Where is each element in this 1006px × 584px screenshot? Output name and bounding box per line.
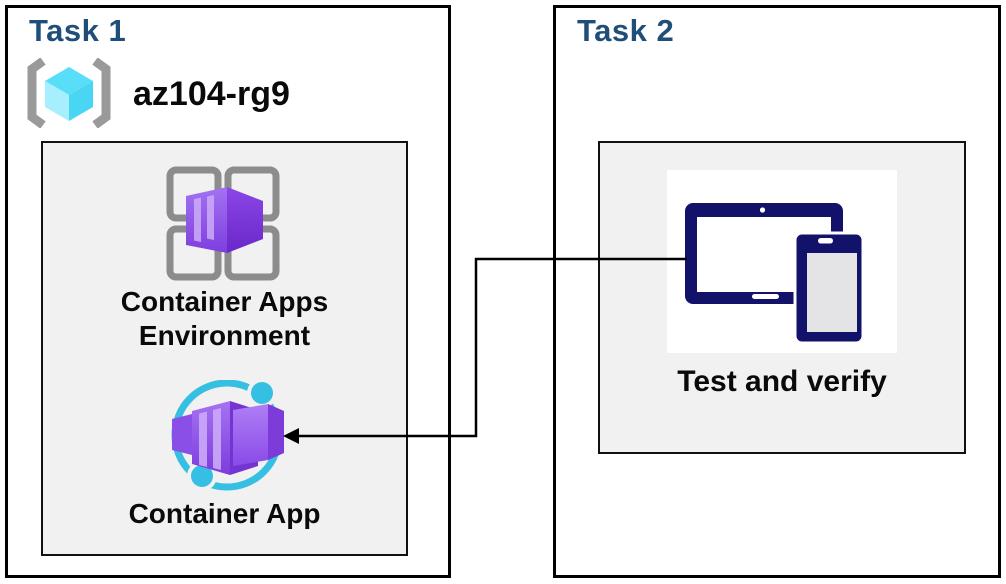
container-apps-environment-icon: [166, 166, 280, 281]
resource-group-name: az104-rg9: [133, 75, 290, 113]
task2-title: Task 2: [577, 13, 675, 48]
task1-inner-panel: Container Apps Environment: [41, 141, 408, 556]
container-app-label: Container App: [128, 498, 321, 529]
test-and-verify-label: Test and verify: [677, 365, 887, 398]
task2-box: Task 2 Test and verify: [553, 5, 1001, 578]
task2-inner-panel: Test and verify: [598, 141, 966, 454]
environment-label: Container Apps Environment: [120, 286, 329, 351]
task1-box: Task 1 az104-rg9: [5, 5, 451, 578]
task1-title: Task 1: [29, 13, 127, 48]
container-app-icon: [171, 380, 284, 491]
devices-icon: [685, 203, 865, 345]
resource-group-icon: [27, 58, 111, 128]
devices-card: [667, 170, 897, 353]
